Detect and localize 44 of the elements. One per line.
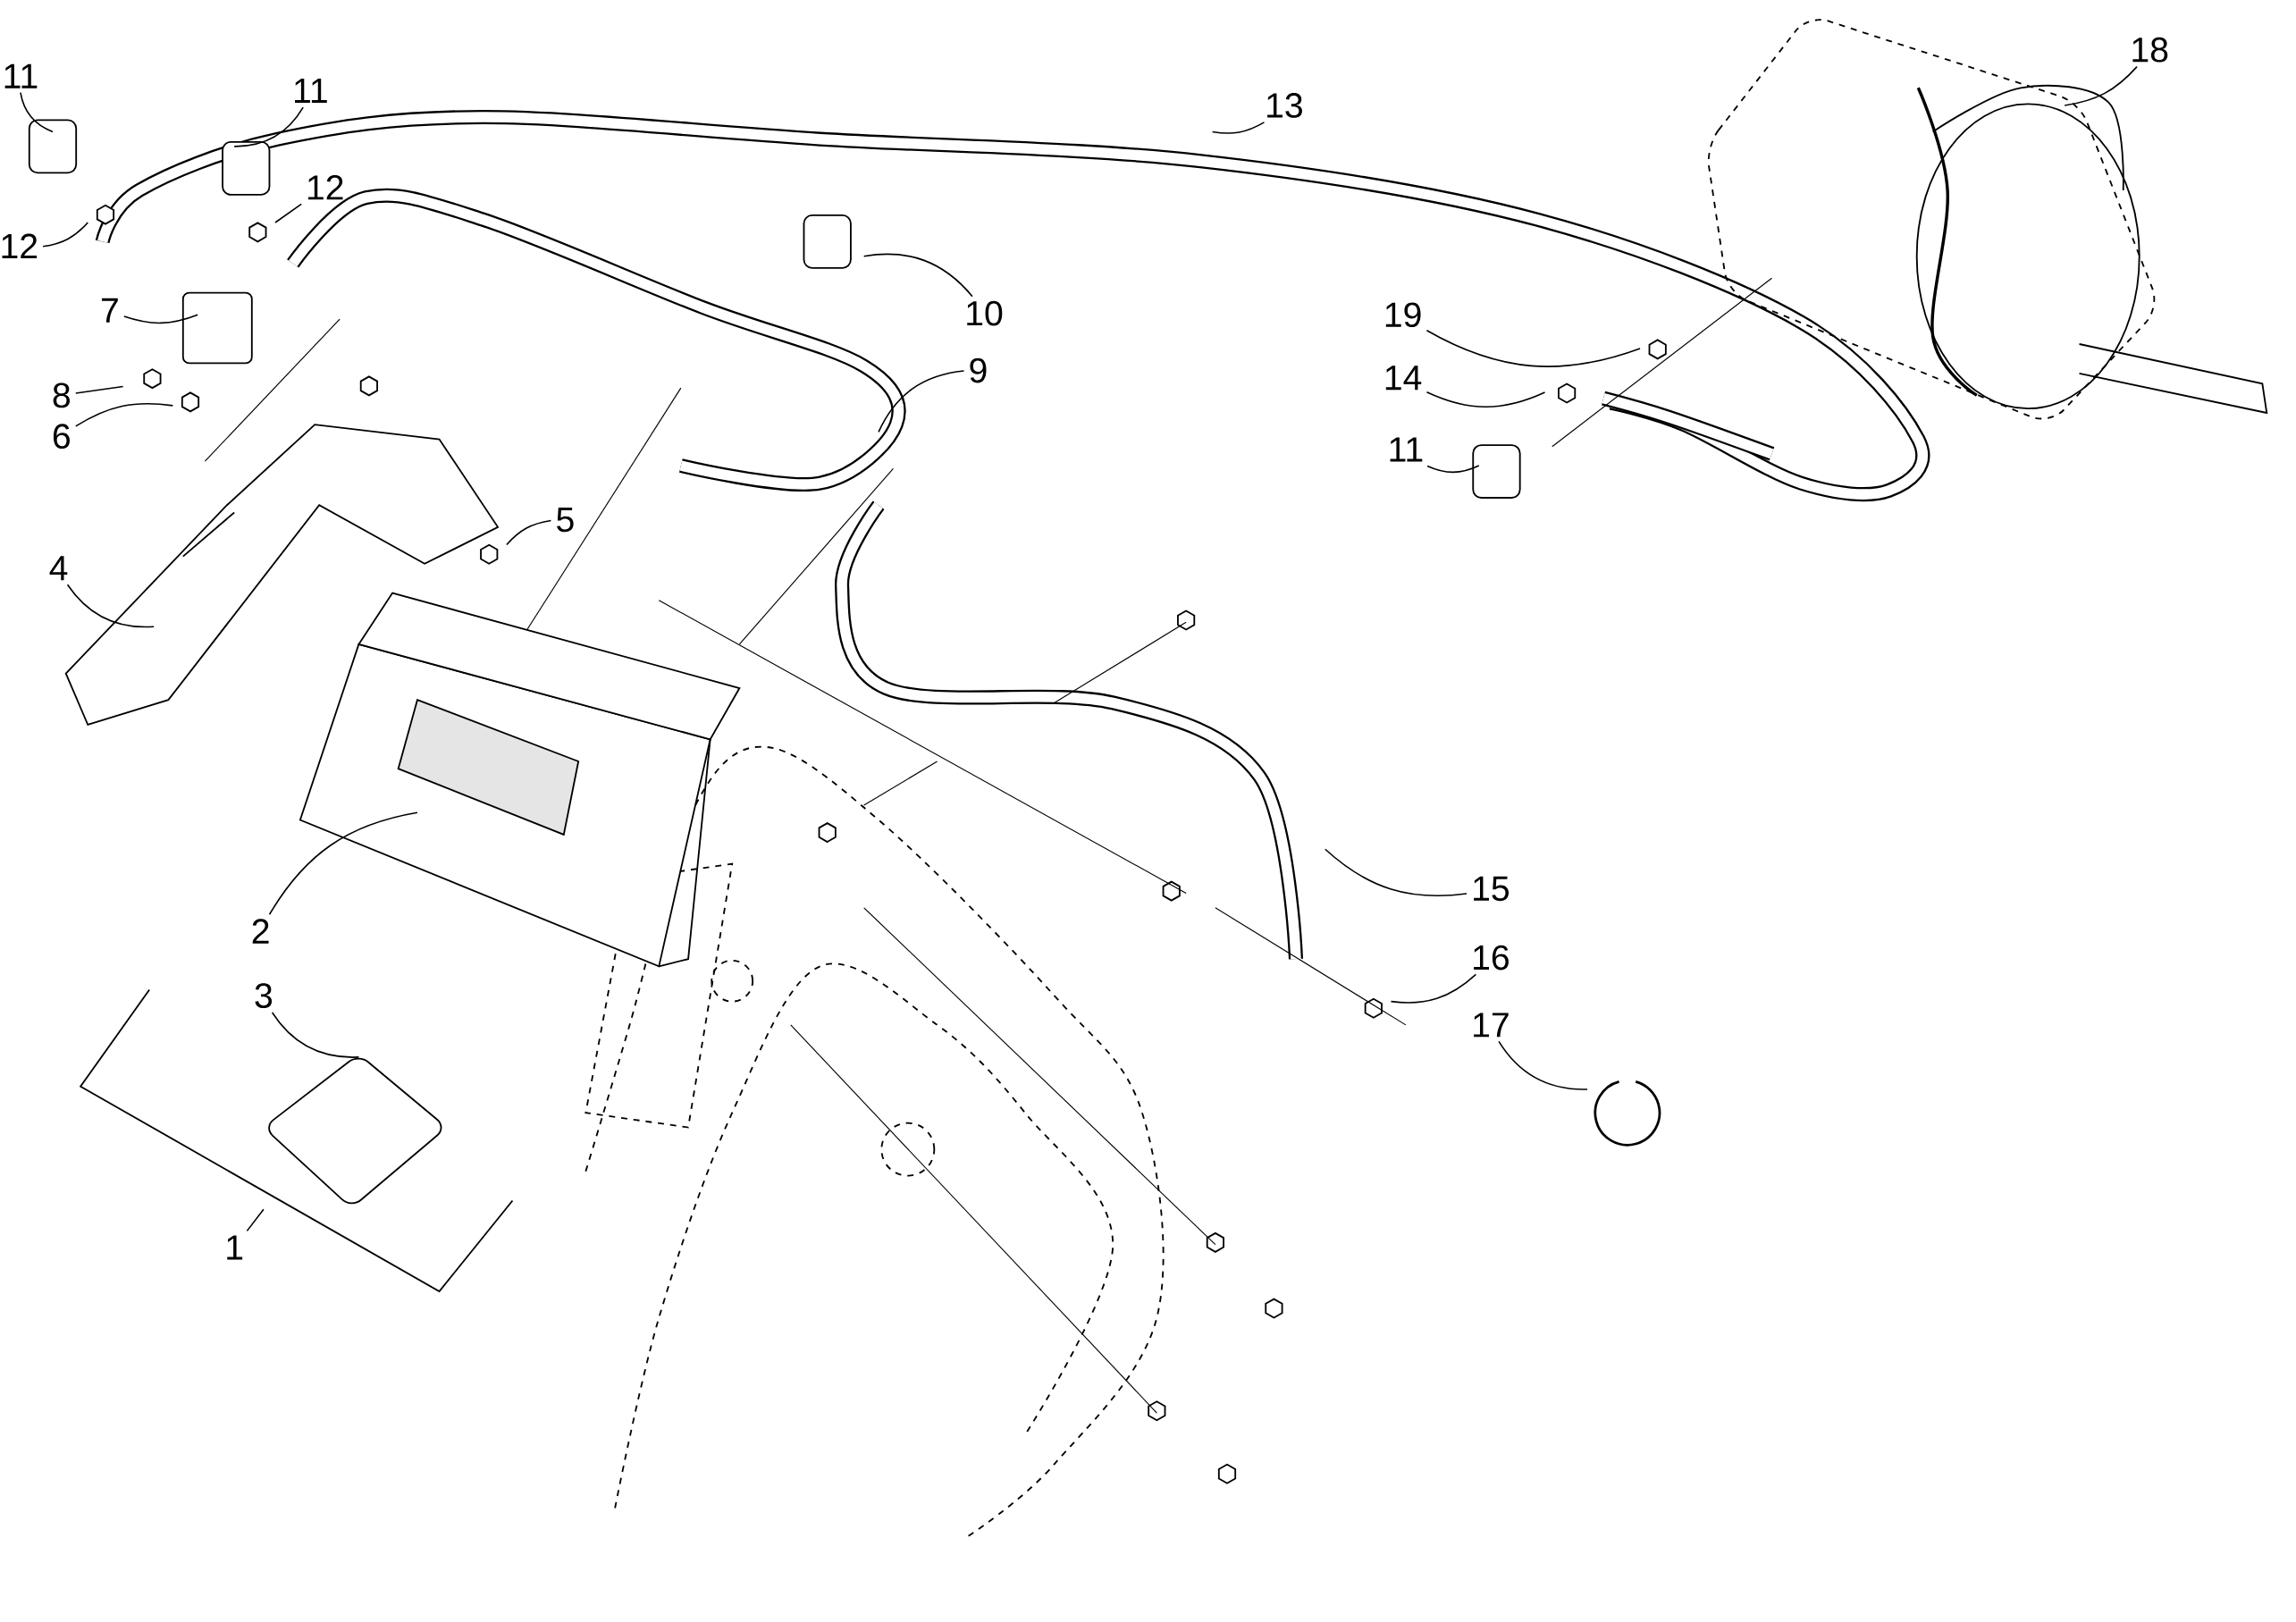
callout-number: 8 xyxy=(53,382,70,408)
callout-number: 15 xyxy=(1474,876,1509,901)
leader-line xyxy=(1426,329,1641,367)
leader-line xyxy=(20,91,54,133)
callout-number: 4 xyxy=(49,556,68,580)
callout-number: 10 xyxy=(967,300,1003,326)
callout-number: 16 xyxy=(1474,945,1509,971)
callout-number: 6 xyxy=(53,424,70,449)
leader-line xyxy=(66,584,155,628)
leader-line xyxy=(274,203,302,223)
leader-line xyxy=(1211,121,1266,134)
leader-line xyxy=(271,1012,360,1058)
leader-line xyxy=(1426,465,1480,474)
callout-number: 11 xyxy=(4,63,38,88)
leader-line xyxy=(74,385,124,394)
callout-number: 3 xyxy=(255,983,273,1008)
callout-number: 11 xyxy=(295,78,327,103)
leader-line xyxy=(123,314,198,324)
callout-number: 17 xyxy=(1474,1013,1509,1038)
callout-number: 9 xyxy=(970,357,987,383)
leader-line xyxy=(268,811,418,915)
callout-number: 18 xyxy=(2132,37,2168,63)
callout-number: 12 xyxy=(2,233,38,258)
leader-line xyxy=(74,402,174,427)
callout-number: 2 xyxy=(252,919,269,944)
callout-number: 13 xyxy=(1267,92,1302,118)
callout-number: 1 xyxy=(227,1235,243,1260)
leader-line xyxy=(506,519,552,546)
leader-line xyxy=(233,106,304,147)
callout-number: 11 xyxy=(1390,437,1423,462)
leader-line xyxy=(246,1208,265,1231)
leader-line xyxy=(1498,1040,1588,1090)
leader-line xyxy=(42,222,89,248)
leader-line xyxy=(1390,973,1477,1004)
callout-number: 19 xyxy=(1385,302,1421,327)
leader-line xyxy=(862,253,973,298)
callout-number: 5 xyxy=(557,507,574,533)
leader-line xyxy=(878,370,965,433)
leader-line xyxy=(1426,391,1546,408)
callout-number: 12 xyxy=(307,174,343,200)
callout-number: 7 xyxy=(102,298,118,323)
callout-number: 14 xyxy=(1385,366,1422,390)
leader-line xyxy=(2064,65,2138,106)
leader-line xyxy=(1324,848,1468,896)
